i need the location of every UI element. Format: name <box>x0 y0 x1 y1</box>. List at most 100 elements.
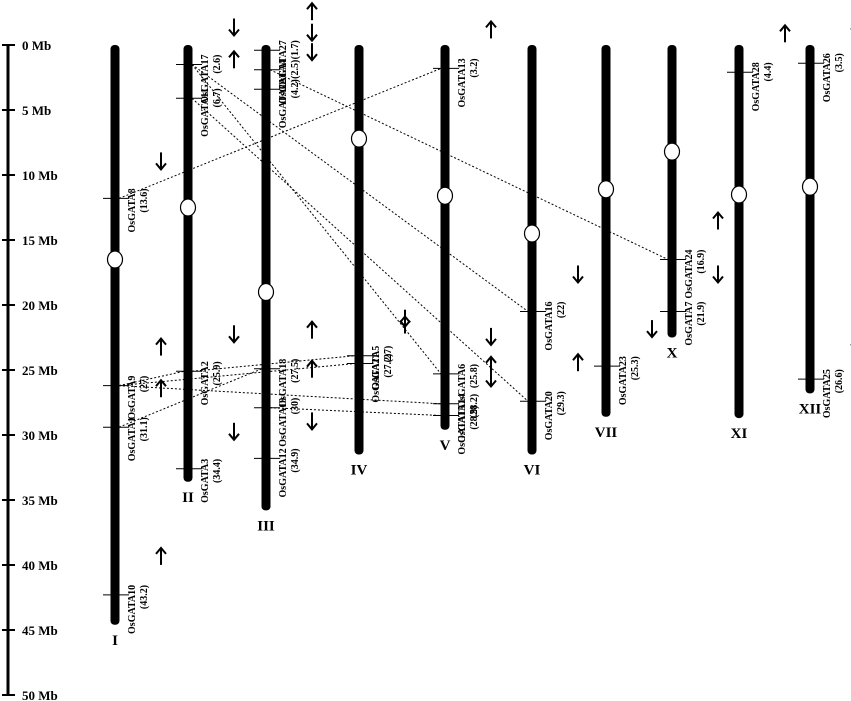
gene-label-group: OsGATA4(2.5) <box>278 60 301 104</box>
gene-name: OsGATA26 <box>822 53 833 102</box>
arrow-up-icon <box>485 19 497 39</box>
arrow-down-icon <box>306 43 318 62</box>
gene-name: OsGATA25 <box>822 369 833 418</box>
gene-label-group: OsGATA19(30) <box>278 398 301 447</box>
arrow-up-icon <box>155 546 167 565</box>
gene-name: OsGATA27 <box>278 40 289 89</box>
gene-label-group: OsGATA3(34.4) <box>200 459 223 503</box>
duplication-link <box>269 69 669 260</box>
centromere <box>801 177 819 196</box>
gene-label-group: OsGATA13(3.2) <box>457 58 480 107</box>
gene-label-group: OsGATA24(16.9) <box>684 250 707 299</box>
gene-name: OsGATA11 <box>200 88 211 137</box>
axis-tick-label: 45 Mb <box>22 623 58 638</box>
axis-tick-label: 30 Mb <box>22 428 58 443</box>
gene-position: (28.2) <box>469 394 480 418</box>
arrow-down-icon <box>646 320 658 339</box>
gene-label-group: OsGATA15(28.9) <box>457 406 480 455</box>
centromere <box>106 250 124 269</box>
gene-name: OsGATA4 <box>278 60 289 104</box>
gene-name: OsGATA10 <box>127 585 138 634</box>
gene-label-group: OsGATA21(27.2) <box>371 354 394 403</box>
gene-label-group: OsGATA27(1.7) <box>278 40 301 89</box>
axis-tick-label: 25 Mb <box>22 363 58 378</box>
gene-label-group: OsGATA28(4.4) <box>751 62 774 111</box>
arrow-down-icon <box>306 412 318 431</box>
gene-markers: OsGATA8(13.6)OsGATA9(27)OsGATA1(31.1)OsG… <box>103 1 851 634</box>
gene-position: (4.2) <box>290 79 301 98</box>
chromosome-bar <box>734 45 744 419</box>
gene-position: (1.7) <box>290 40 301 59</box>
gene-position: (21.9) <box>696 302 707 326</box>
gene-name: OsGATA21 <box>371 354 382 403</box>
centromere <box>350 129 368 148</box>
duplication-link <box>118 370 185 387</box>
gene-position: (29.3) <box>556 391 567 415</box>
gene-position: (3.5) <box>834 53 845 72</box>
centromere <box>436 186 454 205</box>
gene-position: (2.6) <box>212 55 223 74</box>
gene-label-group: OsGATA25(26.6) <box>822 369 845 418</box>
chromosome-label: X <box>667 346 678 362</box>
chromosome-label: XII <box>799 401 822 417</box>
arrow-down-icon <box>228 18 240 38</box>
axis-tick-label: 20 Mb <box>22 298 58 313</box>
arrow-up-icon <box>399 314 411 334</box>
gene-name: OsGATA2 <box>200 361 211 405</box>
chromosome-label: IV <box>351 463 368 479</box>
arrow-up-icon <box>572 352 584 372</box>
duplication-link <box>191 97 529 402</box>
gene-name: OsGATA17 <box>200 55 211 104</box>
gene-label-group: OsGATA20(29.3) <box>544 391 567 440</box>
gene-position: (2.5) <box>290 60 301 79</box>
chromosome-bar <box>261 45 271 511</box>
gene-position: (16.9) <box>696 250 707 274</box>
arrow-down-icon <box>485 327 497 347</box>
chromosome-label: VI <box>524 463 541 479</box>
gene-label-group: OsGATA22(4.2) <box>278 79 301 128</box>
centromere <box>523 224 541 243</box>
centromere <box>663 142 681 161</box>
axis-tick-label: 5 Mb <box>22 103 51 118</box>
gene-position: (27.2) <box>383 354 394 378</box>
gene-name: OsGATA22 <box>278 79 289 128</box>
chromosome-bar <box>805 45 815 394</box>
centromere <box>179 198 197 217</box>
chromosome-bar <box>110 45 120 625</box>
gene-label-group: OsGATA11(6.7) <box>200 88 223 137</box>
gene-label-group: OsGATA8(13.6) <box>127 188 150 232</box>
gene-label-group: OsGATA14(28.2) <box>457 394 480 443</box>
gene-name: OsGATA18 <box>278 359 289 408</box>
arrow-up-icon <box>306 1 318 21</box>
gene-name: OsGATA23 <box>618 356 629 405</box>
gene-name: OsGATA3 <box>200 459 211 503</box>
gene-position: (31.1) <box>139 417 150 441</box>
gene-position: (4.4) <box>763 62 774 81</box>
gene-name: OsGATA1 <box>127 417 138 461</box>
gene-position: (3.2) <box>469 58 480 77</box>
gene-name: OsGATA12 <box>278 448 289 497</box>
gene-label-group: OsGATA9(27) <box>127 376 150 420</box>
gene-label-group: OsGATA5(27) <box>371 346 394 390</box>
gene-name: OsGATA28 <box>751 62 762 111</box>
gene-name: OsGATA24 <box>684 250 695 299</box>
arrow-down-icon <box>485 369 497 389</box>
gene-label-group: OsGATA17(2.6) <box>200 55 223 104</box>
chromosome-label: VII <box>595 425 618 441</box>
arrow-down-icon <box>228 325 240 344</box>
chromosome-label: V <box>440 438 451 454</box>
gene-position: (27) <box>383 346 394 363</box>
gene-label-group: OsGATA6(25.8) <box>457 364 480 408</box>
chromosome-label: III <box>257 518 275 534</box>
gene-name: OsGATA9 <box>127 376 138 420</box>
duplication-link <box>191 355 356 372</box>
chromosome-bar <box>601 45 611 417</box>
centromere <box>257 282 275 302</box>
axis-tick-label: 0 Mb <box>22 38 51 53</box>
gene-label-group: OsGATA1(31.1) <box>127 417 150 461</box>
gene-name: OsGATA7 <box>684 302 695 346</box>
arrow-up-icon <box>306 359 318 378</box>
axis-tick-label: 35 Mb <box>22 493 58 508</box>
